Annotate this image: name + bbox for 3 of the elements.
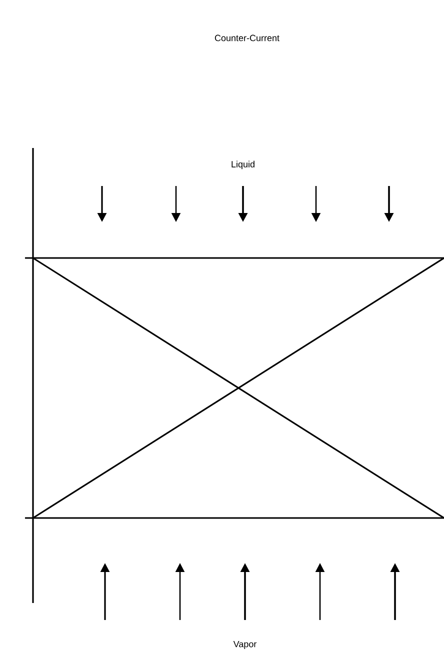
title: Counter-Current: [214, 34, 280, 42]
stream-label: Liquid: [232, 160, 254, 170]
stream-label: Vapor: [233, 640, 257, 650]
